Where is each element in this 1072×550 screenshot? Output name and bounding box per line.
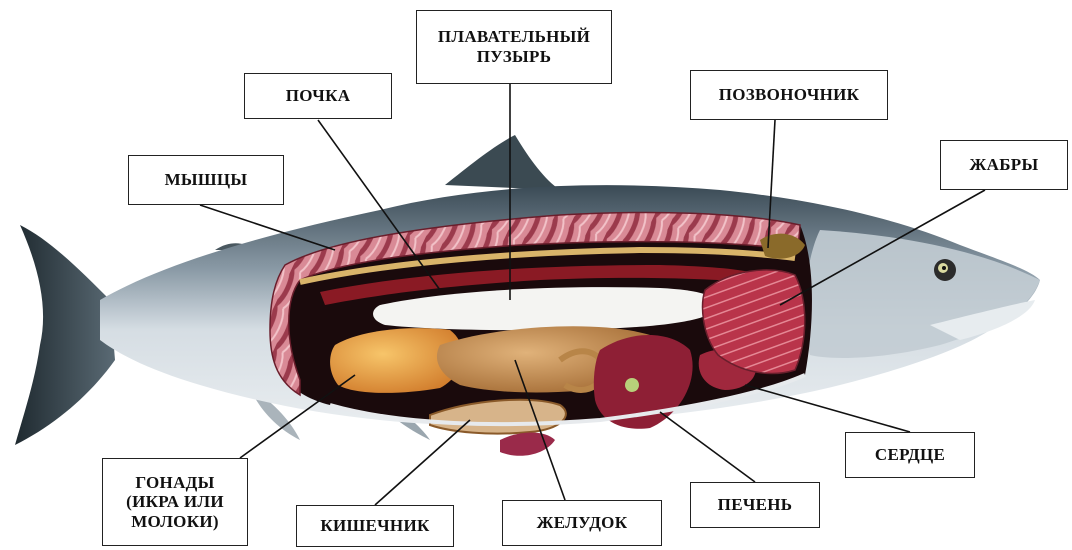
- label-swim-bladder-line-1: ПЛАВАТЕЛЬНЫЙ: [438, 27, 590, 47]
- label-gonads-line-1: ГОНАДЫ: [135, 473, 214, 493]
- label-swim-bladder-line-2: ПУЗЫРЬ: [477, 47, 552, 67]
- label-intestine: КИШЕЧНИК: [296, 505, 454, 547]
- label-gonads: ГОНАДЫ (ИКРА ИЛИ МОЛОКИ): [102, 458, 248, 546]
- label-liver: ПЕЧЕНЬ: [690, 482, 820, 528]
- label-muscles: МЫШЦЫ: [128, 155, 284, 205]
- label-gonads-line-2: (ИКРА ИЛИ: [126, 492, 224, 512]
- label-gonads-line-3: МОЛОКИ): [131, 512, 219, 532]
- label-swim-bladder: ПЛАВАТЕЛЬНЫЙ ПУЗЫРЬ: [416, 10, 612, 84]
- label-spine: ПОЗВОНОЧНИК: [690, 70, 888, 120]
- label-kidney: ПОЧКА: [244, 73, 392, 119]
- label-stomach: ЖЕЛУДОК: [502, 500, 662, 546]
- label-heart: СЕРДЦЕ: [845, 432, 975, 478]
- label-gills: ЖАБРЫ: [940, 140, 1068, 190]
